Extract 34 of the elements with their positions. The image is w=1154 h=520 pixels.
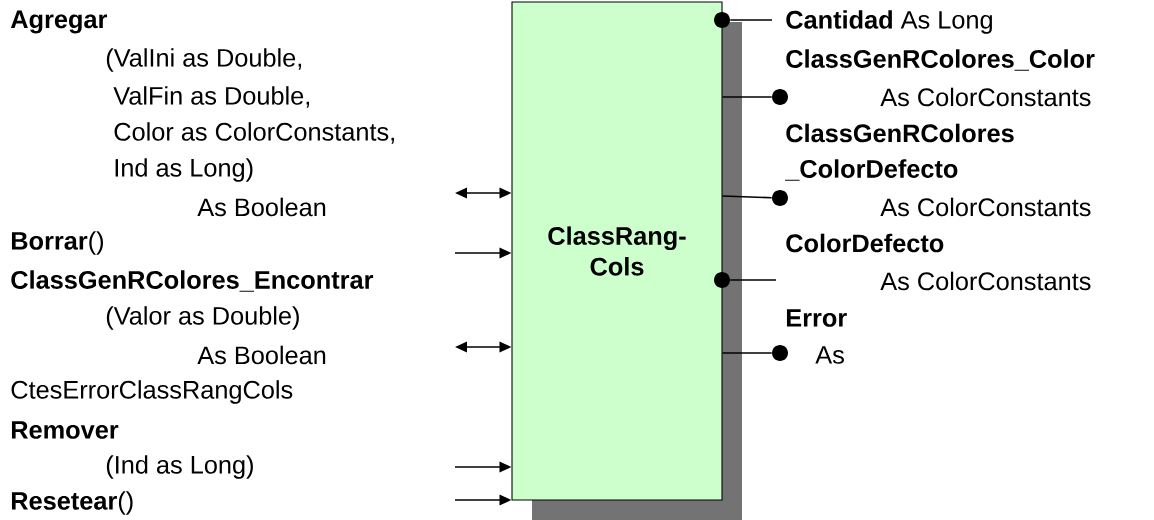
connector-line bbox=[721, 96, 773, 98]
connector-line bbox=[729, 19, 773, 21]
member-text: As ColorConstants bbox=[880, 271, 1091, 291]
member-text: As Boolean bbox=[197, 197, 326, 217]
member-text: Color as ColorConstants, bbox=[114, 122, 394, 144]
member-text: As ColorConstants bbox=[880, 197, 1091, 217]
member-text: (ValIni as Double, bbox=[106, 48, 302, 72]
member-text: As bbox=[815, 346, 844, 364]
member-text: ClassGenRColores_Encontrar bbox=[11, 270, 374, 292]
member-text: Borrar() bbox=[11, 231, 103, 255]
member-text: CtesErrorClassRangCols bbox=[11, 380, 293, 404]
member-text: (Ind as Long) bbox=[106, 455, 253, 479]
connector-line bbox=[721, 195, 773, 199]
member-text: ColorDefecto bbox=[786, 233, 944, 253]
member-text: Error bbox=[786, 309, 847, 327]
member-text: (Valor as Double) bbox=[106, 306, 299, 330]
dot bbox=[714, 12, 730, 28]
dot bbox=[772, 190, 788, 206]
member-text: Ind as Long) bbox=[115, 158, 253, 182]
class-box: ClassRang-Cols bbox=[511, 1, 742, 520]
dot bbox=[772, 345, 788, 361]
member-text: _ColorDefecto bbox=[785, 159, 958, 181]
member-text: ClassGenRColores bbox=[786, 123, 1014, 143]
connector-line bbox=[729, 279, 777, 281]
member-text: As ColorConstants bbox=[880, 87, 1091, 107]
member-text: Remover bbox=[11, 421, 119, 439]
member-text: Cantidad As Long bbox=[786, 10, 992, 34]
member-text: As Boolean bbox=[197, 345, 326, 365]
member-text: ValFin as Double, bbox=[113, 86, 310, 108]
member-text: ClassGenRColores_Color bbox=[786, 49, 1095, 71]
connector-line bbox=[721, 352, 773, 354]
dot bbox=[772, 89, 788, 105]
member-text: Agregar bbox=[10, 10, 107, 34]
member-text: Resetear() bbox=[11, 491, 133, 515]
